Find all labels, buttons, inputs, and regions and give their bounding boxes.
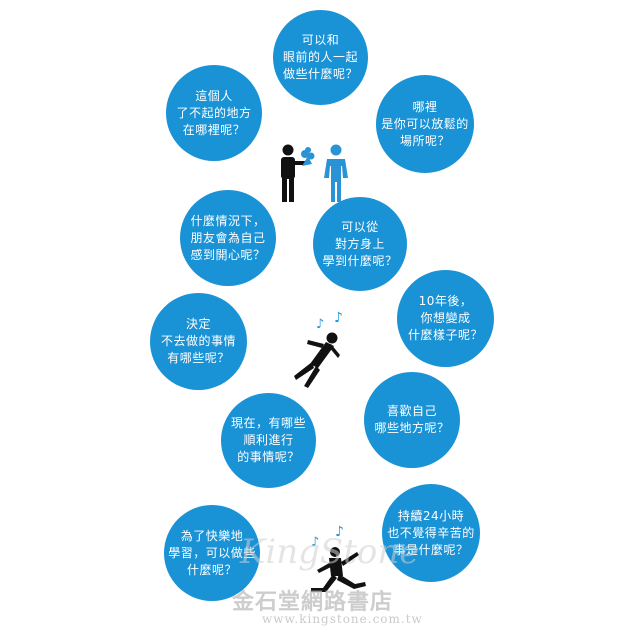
question-bubble-7: 決定不去做的事情有哪些呢？: [150, 293, 247, 390]
question-bubble-5: 可以從對方身上學到什麼呢？: [313, 197, 407, 291]
question-bubble-11: 為了快樂地學習，可以做些什麼呢？: [164, 505, 260, 601]
question-bubble-1: 可以和眼前的人一起做些什麼呢？: [273, 10, 368, 105]
watermark-url: www.kingstone.com.tw: [262, 612, 423, 626]
question-bubble-3: 哪裡是你可以放鬆的場所呢？: [376, 75, 474, 173]
question-bubble-6: 10年後，你想變成什麼樣子呢？: [397, 270, 494, 367]
question-bubble-8: 喜歡自己哪些地方呢？: [364, 372, 460, 468]
svg-text:♪: ♪: [334, 310, 343, 326]
jumping-person-with-music-notes-icon: ♪ ♪: [311, 524, 366, 592]
question-bubble-4: 什麼情況下，朋友會為自己感到開心呢？: [180, 190, 276, 286]
question-bubble-9: 現在，有哪些順利進行的事情呢？: [221, 393, 316, 488]
floating-person-with-music-notes-icon: ♪ ♪: [294, 310, 343, 388]
two-people-with-bouquet-icon: [281, 144, 348, 202]
question-bubble-10: 持續24小時也不覺得辛苦的事是什麼呢？: [382, 484, 480, 582]
question-bubble-2: 這個人了不起的地方在哪裡呢？: [166, 65, 262, 161]
svg-text:♪: ♪: [311, 535, 319, 550]
svg-text:♪: ♪: [335, 524, 344, 540]
svg-text:♪: ♪: [316, 317, 324, 332]
